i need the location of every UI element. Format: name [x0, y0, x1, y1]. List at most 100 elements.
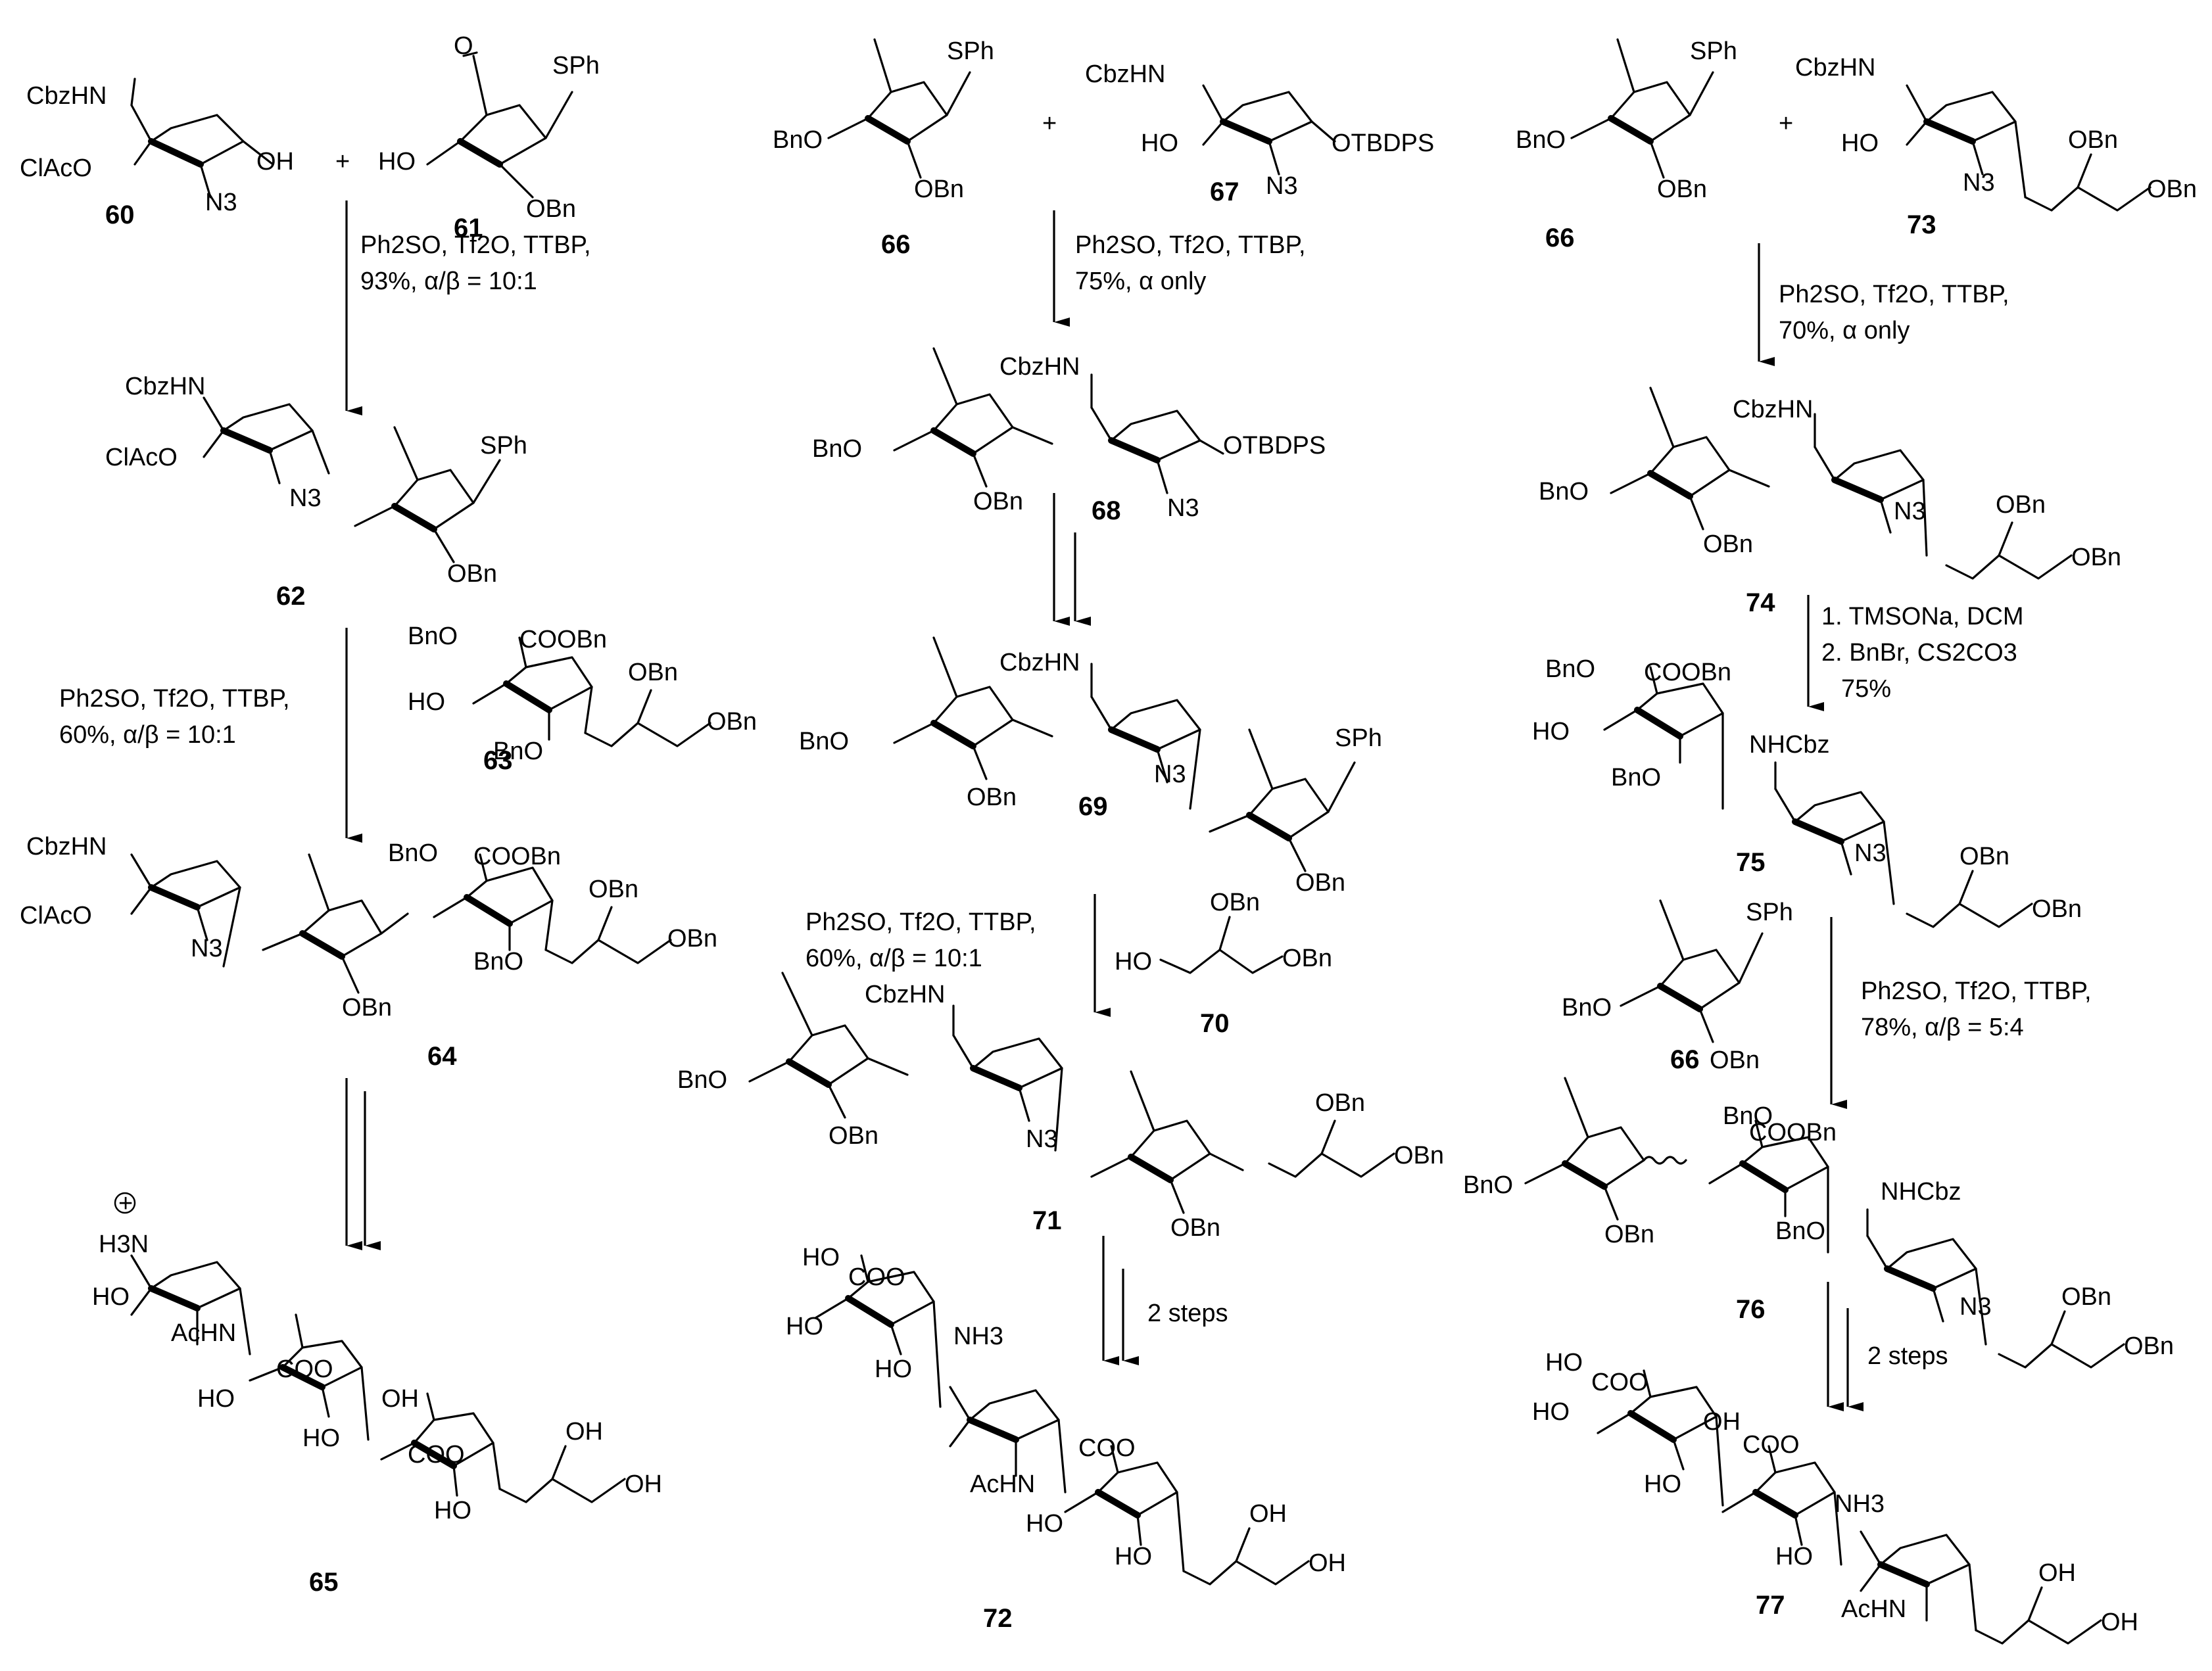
plus-sign: + [1042, 110, 1057, 137]
compound-71-structure [748, 972, 1395, 1214]
label-oh: OH [565, 1418, 603, 1446]
label-obn: OBn [1996, 491, 2046, 519]
label-ho: HO [1141, 129, 1178, 157]
compound-number-73: 73 [1907, 210, 1936, 239]
label-obn: OBn [1170, 1214, 1220, 1242]
label-achn: AcHN [970, 1471, 1035, 1498]
label-ho: HO [875, 1355, 912, 1383]
charge-plus-symbol: + [118, 1190, 133, 1217]
label-bno: BnO [1545, 655, 1595, 683]
label-otbdps: OTBDPS [1223, 432, 1326, 459]
label-clacO: ClAcO [20, 154, 92, 182]
compound-66-structure [1570, 38, 1714, 179]
conditions-c7-line2: 2. BnBr, CS2CO3 [1821, 639, 2017, 667]
label-cbzhn: CbzHN [1733, 396, 1813, 423]
label-ho: HO [1115, 948, 1152, 976]
label-bno: BnO [388, 839, 438, 867]
label-nh3: NH3 [953, 1323, 1003, 1350]
conditions-c8-line2: 78%, α/β = 5:4 [1861, 1014, 2024, 1041]
label-ho: HO [197, 1385, 235, 1413]
label-obn: OBn [1282, 945, 1332, 972]
compound-number-75: 75 [1736, 848, 1766, 877]
compound-64-structure [130, 853, 672, 994]
label-nhcbz: NHCbz [1749, 731, 1829, 759]
compound-number-65: 65 [309, 1568, 339, 1597]
plus-sign: + [1779, 110, 1793, 137]
label-obn: OBn [526, 195, 576, 223]
conditions-c1-line2: 93%, α/β = 10:1 [360, 268, 537, 295]
label-ho: HO [434, 1497, 471, 1524]
label-obn: OBn [1710, 1047, 1760, 1074]
label-cbzhn: CbzHN [1085, 60, 1165, 88]
label-bno: BnO [1723, 1102, 1773, 1130]
label-coo: COO [1078, 1434, 1136, 1462]
label-oh: OH [2038, 1559, 2076, 1587]
label-bno: BnO [773, 126, 823, 154]
label-coobn: COOBn [1749, 1119, 1837, 1146]
label-bno: BnO [799, 728, 849, 755]
label-obn: OBn [2147, 176, 2197, 203]
label-clacO: ClAcO [20, 902, 92, 930]
label-bno: BnO [473, 948, 523, 976]
label-obn: OBn [1604, 1221, 1654, 1248]
label-obn: OBn [447, 560, 497, 588]
label-coo: COO [848, 1263, 905, 1291]
label-bno: BnO [677, 1066, 727, 1094]
label-obn: OBn [1394, 1142, 1444, 1169]
label-obn: OBn [1703, 530, 1753, 558]
label-sph: SPh [552, 52, 600, 80]
label-n3: N3 [1963, 169, 1995, 197]
label-cbzhn: CbzHN [999, 649, 1080, 676]
label-n3: N3 [191, 935, 223, 962]
conditions-c6-line1: Ph2SO, Tf2O, TTBP, [1779, 281, 2009, 308]
label-otbdps: OTBDPS [1332, 129, 1434, 157]
label-bno: BnO [1611, 764, 1661, 791]
compound-61-structure [426, 51, 573, 199]
conditions-c6-line2: 70%, α only [1779, 317, 1910, 344]
conditions-c7-line3: 75% [1841, 675, 1891, 703]
label-obn: OBn [589, 876, 638, 903]
conditions-c3-line2: 75%, α only [1075, 268, 1206, 295]
label-sph: SPh [1335, 724, 1382, 752]
label-ho: HO [302, 1424, 340, 1452]
label-obn: OBn [1295, 869, 1345, 897]
label-bno: BnO [1539, 478, 1589, 506]
label-obn: OBn [707, 708, 757, 736]
label-coobn: COOBn [473, 843, 561, 870]
label-ho: HO [1545, 1349, 1583, 1377]
label-n3: N3 [289, 484, 322, 512]
label-coo: COO [1743, 1431, 1800, 1459]
conditions-c3-line1: Ph2SO, Tf2O, TTBP, [1075, 231, 1306, 259]
compound-74-structure [1610, 387, 2073, 580]
label-n3: N3 [1960, 1293, 1992, 1321]
label-obn: OBn [2061, 1283, 2111, 1311]
conditions-c5: 2 steps [1147, 1300, 1228, 1327]
label-bno: BnO [1562, 994, 1612, 1022]
compound-68-structure [893, 347, 1224, 494]
label-obn: OBn [667, 925, 717, 953]
label-oh: OH [1309, 1549, 1346, 1577]
label-coo: COO [408, 1441, 465, 1469]
label-cbzhn: CbzHN [999, 353, 1080, 381]
label-ho: HO [1775, 1543, 1813, 1570]
compound-number-67: 67 [1210, 177, 1239, 206]
label-obn: OBn [967, 784, 1017, 811]
label-ho: HO [1644, 1471, 1681, 1498]
compound-number-71: 71 [1032, 1206, 1062, 1235]
label-cbzhn: CbzHN [1795, 54, 1875, 82]
label-nhcbz: NHCbz [1881, 1178, 1961, 1206]
compound-number-66: 66 [1545, 224, 1575, 252]
conditions-c1-line1: Ph2SO, Tf2O, TTBP, [360, 231, 591, 259]
label-sph: SPh [1690, 37, 1737, 65]
label-n3: N3 [1266, 172, 1298, 200]
compound-76-structure [1524, 1077, 2125, 1369]
label-obn: OBn [2071, 544, 2121, 571]
compound-67-structure [1202, 84, 1336, 176]
compound-number-74: 74 [1746, 588, 1775, 617]
label-coo: COO [276, 1355, 333, 1383]
label-ho: HO [1532, 718, 1570, 745]
compound-62-structure [203, 396, 501, 563]
label-obn: OBn [2032, 895, 2082, 923]
label-cbzhn: CbzHN [26, 82, 107, 110]
